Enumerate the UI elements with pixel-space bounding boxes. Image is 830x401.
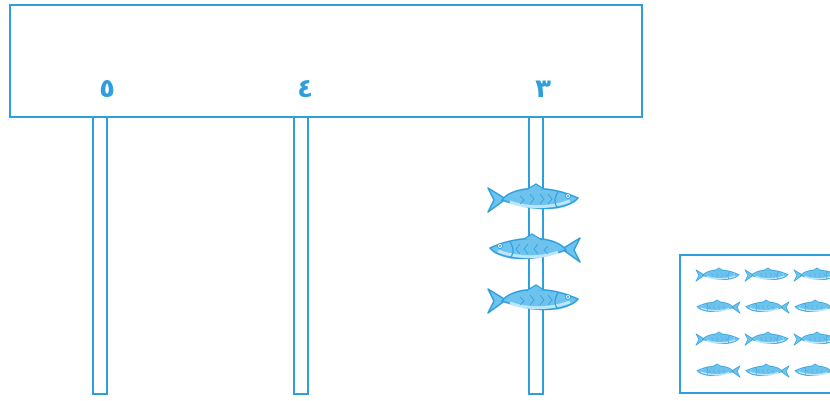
pole-label-4: ٤ <box>297 74 313 104</box>
fish-icon[interactable] <box>486 283 582 321</box>
fish-icon[interactable] <box>744 266 790 286</box>
fish-box[interactable] <box>679 254 830 394</box>
fish-icon[interactable] <box>695 362 741 382</box>
fish-icon[interactable] <box>744 362 790 382</box>
fish-icon[interactable] <box>486 232 582 270</box>
pole-5[interactable] <box>92 118 108 395</box>
fish-icon[interactable] <box>695 266 741 286</box>
fish-icon[interactable] <box>793 298 830 318</box>
fish-icon[interactable] <box>744 298 790 318</box>
fish-icon[interactable] <box>793 266 830 286</box>
fish-icon[interactable] <box>744 330 790 350</box>
fish-icon[interactable] <box>793 330 830 350</box>
number-board: ٥ ٤ ٣ <box>9 4 643 118</box>
pole-4[interactable] <box>293 118 309 395</box>
fish-icon[interactable] <box>695 330 741 350</box>
fish-icon[interactable] <box>695 298 741 318</box>
fish-icon[interactable] <box>486 182 582 220</box>
fish-icon[interactable] <box>793 362 830 382</box>
pole-label-3: ٣ <box>535 74 551 104</box>
pole-label-5: ٥ <box>99 74 115 104</box>
